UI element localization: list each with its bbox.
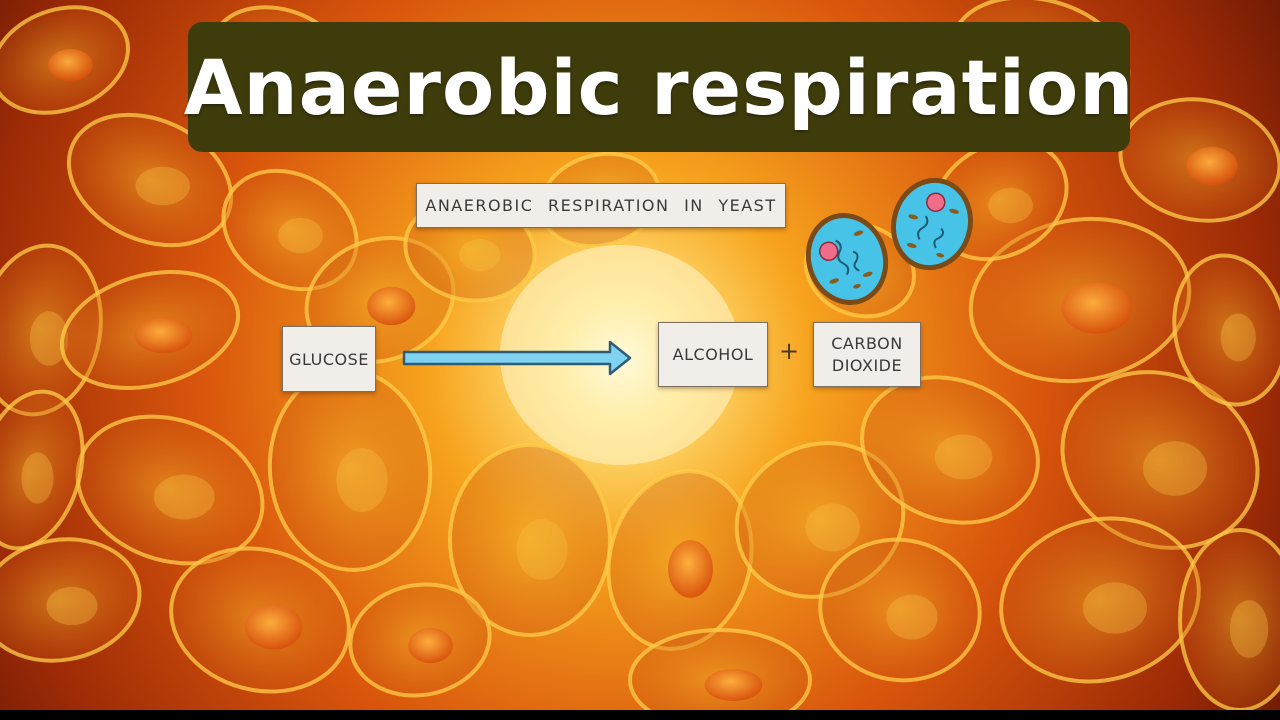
- background-cell-nucleus: [886, 594, 938, 640]
- background-cell-nucleus: [1229, 600, 1269, 658]
- background-cell-nucleus: [278, 217, 323, 254]
- background-cell-nucleus: [1083, 582, 1147, 634]
- background-cell-nucleus: [244, 604, 303, 650]
- background-cell-nucleus: [135, 166, 190, 206]
- background-cell-nucleus: [29, 311, 69, 366]
- carbon-dioxide-line-2: DIOXIDE: [831, 355, 903, 375]
- background-cell: [818, 537, 982, 683]
- background-cell-nucleus: [134, 317, 193, 354]
- background-cell: [860, 375, 1040, 525]
- background-cell-nucleus: [458, 239, 501, 271]
- bottom-letterbox: [0, 710, 1280, 720]
- background-cell: [0, 389, 85, 551]
- background-cell-nucleus: [934, 434, 993, 480]
- background-cell-nucleus: [153, 474, 215, 520]
- page-title: Anaerobic respiration: [183, 42, 1135, 132]
- background-cell: [628, 628, 812, 710]
- background-cell-nucleus: [1220, 313, 1256, 362]
- carbon-dioxide-line-1: CARBON: [831, 333, 903, 353]
- background-cell-nucleus: [408, 627, 453, 664]
- background-cell-nucleus: [988, 187, 1033, 224]
- title-banner: Anaerobic respiration: [184, 22, 1133, 152]
- background-cell-nucleus: [704, 669, 763, 701]
- glucose-box: GLUCOSE: [282, 326, 376, 392]
- background-cell-nucleus: [46, 586, 98, 626]
- right-arrow-icon: [402, 340, 632, 376]
- carbon-dioxide-box: CARBON DIOXIDE: [813, 322, 921, 387]
- background-cell-nucleus: [1061, 282, 1132, 334]
- background-cell: [1172, 253, 1280, 407]
- background-cell-nucleus: [516, 519, 568, 580]
- background-cell-nucleus: [367, 286, 416, 326]
- background-cell-nucleus: [805, 503, 860, 552]
- background-cell-nucleus: [668, 540, 713, 598]
- background-cell-nucleus: [1186, 146, 1238, 186]
- background-cell-nucleus: [48, 49, 93, 81]
- plus-sign: +: [779, 337, 800, 365]
- yeast-cell-icon: [805, 177, 973, 305]
- background-cell-nucleus: [1143, 441, 1207, 496]
- background-cell: [0, 537, 142, 663]
- background-cell-nucleus: [21, 452, 54, 504]
- background-cell-nucleus: [336, 448, 388, 512]
- background-cell: [1178, 528, 1280, 710]
- alcohol-box: ALCOHOL: [658, 322, 768, 387]
- diagram-subtitle: ANAEROBIC RESPIRATION IN YEAST: [416, 183, 786, 228]
- background-cell: [448, 443, 612, 637]
